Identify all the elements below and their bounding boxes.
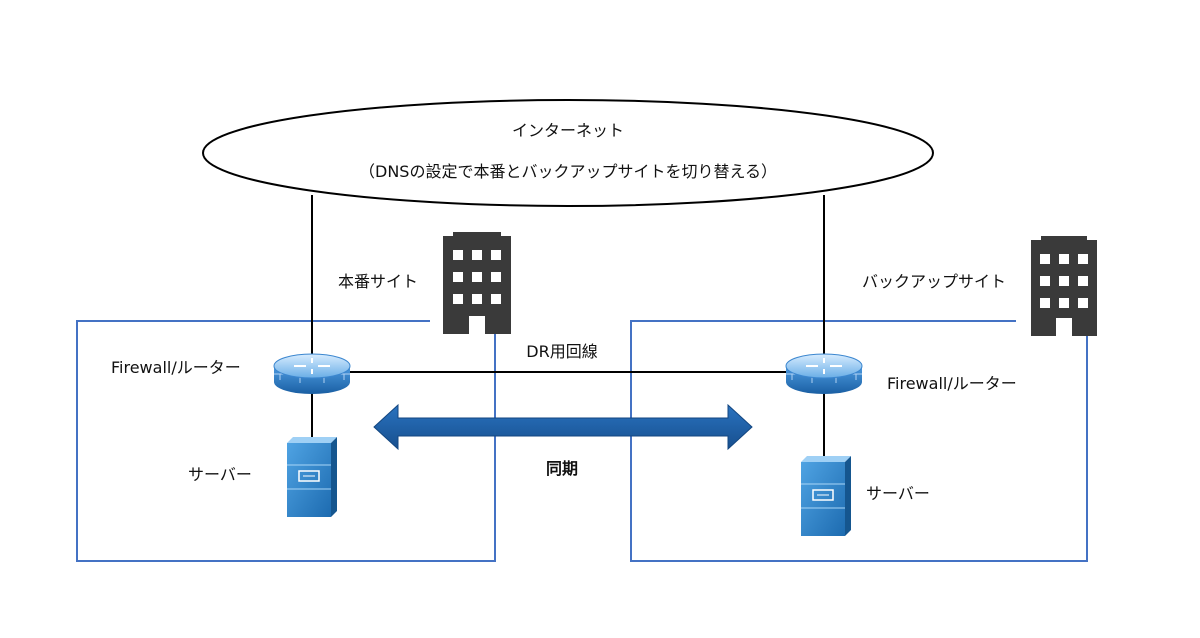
internet-title: インターネット — [511, 121, 625, 140]
primary-site-label: 本番サイト — [338, 272, 419, 291]
backup-server-icon — [801, 456, 851, 536]
primary-building-icon — [443, 232, 511, 334]
primary-server-label: サーバー — [188, 465, 252, 484]
primary-router-label: Firewall/ルーター — [111, 358, 241, 377]
dr-line-label: DR用回線 — [526, 342, 598, 361]
internet-note: （DNSの設定で本番とバックアップサイトを切り替える） — [359, 162, 777, 181]
backup-server-label: サーバー — [866, 484, 930, 503]
backup-router-label: Firewall/ルーター — [887, 374, 1017, 393]
internet-ellipse — [202, 99, 934, 207]
sync-label: 同期 — [545, 459, 579, 478]
sync-arrow — [373, 403, 753, 451]
primary-router-icon — [273, 353, 351, 394]
primary-server-icon — [287, 437, 337, 517]
backup-building-icon — [1031, 236, 1097, 336]
backup-site-label: バックアップサイト — [862, 272, 1007, 291]
backup-site-boundary — [630, 320, 1088, 562]
backup-router-icon — [785, 353, 863, 394]
